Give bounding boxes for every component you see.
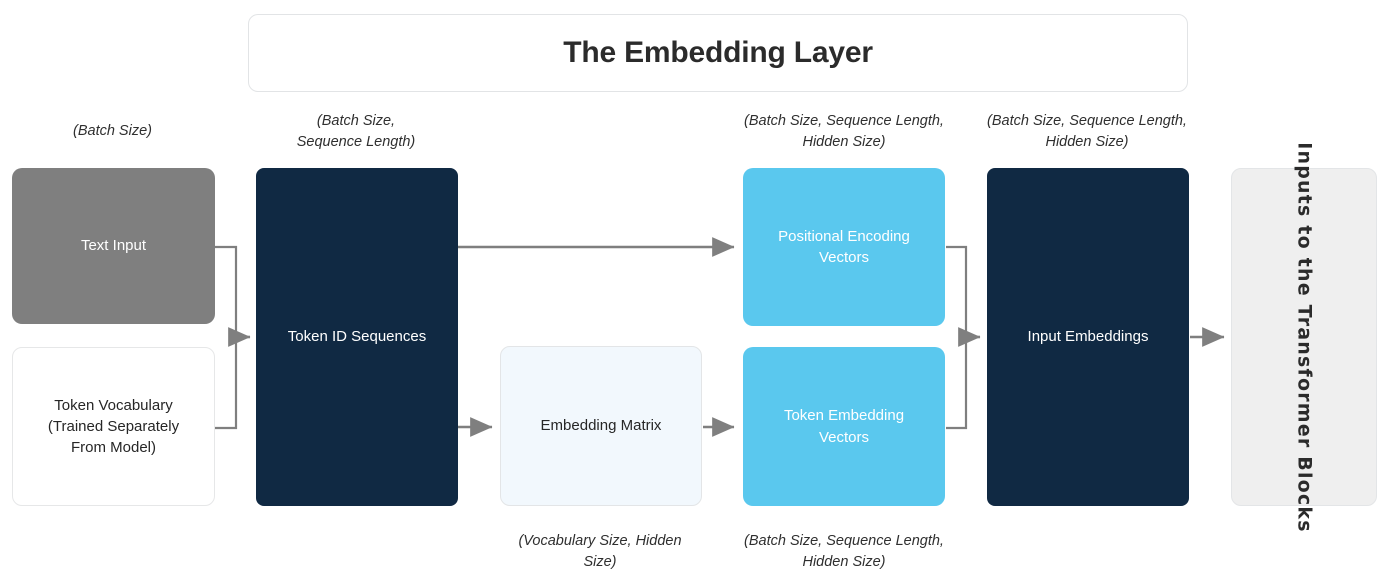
- node-transformer-blocks[interactable]: Inputs to the Transformer Blocks: [1231, 142, 1377, 532]
- page-title: The Embedding Layer: [563, 36, 873, 69]
- annotation-positional-shape: (Batch Size, Sequence Length, Hidden Siz…: [744, 113, 944, 151]
- transformer-blocks-label: Inputs to the Transformer Blocks: [1293, 141, 1316, 533]
- diagram-title-box: The Embedding Layer: [248, 14, 1188, 92]
- annotation-token-embedding-shape: (Batch Size, Sequence Length, Hidden Siz…: [744, 533, 944, 571]
- node-embedding-matrix[interactable]: Embedding Matrix: [500, 346, 702, 506]
- node-positional-encoding-vectors[interactable]: Positional Encoding Vectors: [743, 168, 945, 326]
- node-input-embeddings[interactable]: Input Embeddings: [987, 168, 1189, 506]
- node-token-embedding-vectors[interactable]: Token Embedding Vectors: [743, 347, 945, 506]
- node-token-id-sequences[interactable]: Token ID Sequences: [256, 168, 458, 506]
- node-text-input[interactable]: Text Input: [12, 168, 215, 324]
- node-token-vocabulary[interactable]: Token Vocabulary (Trained Separately Fro…: [12, 347, 215, 506]
- edge-inputs-to-token-id: [214, 245, 251, 430]
- edge-vectors-to-input-embeddings: [946, 245, 981, 430]
- annotation-embedding-matrix-shape: (Vocabulary Size, Hidden Size): [518, 533, 682, 571]
- annotation-input-embeddings-shape: (Batch Size, Sequence Length, Hidden Siz…: [987, 113, 1187, 151]
- annotation-token-id-shape: (Batch Size, Sequence Length): [296, 113, 416, 151]
- annotation-text-input-shape: (Batch Size): [73, 123, 152, 139]
